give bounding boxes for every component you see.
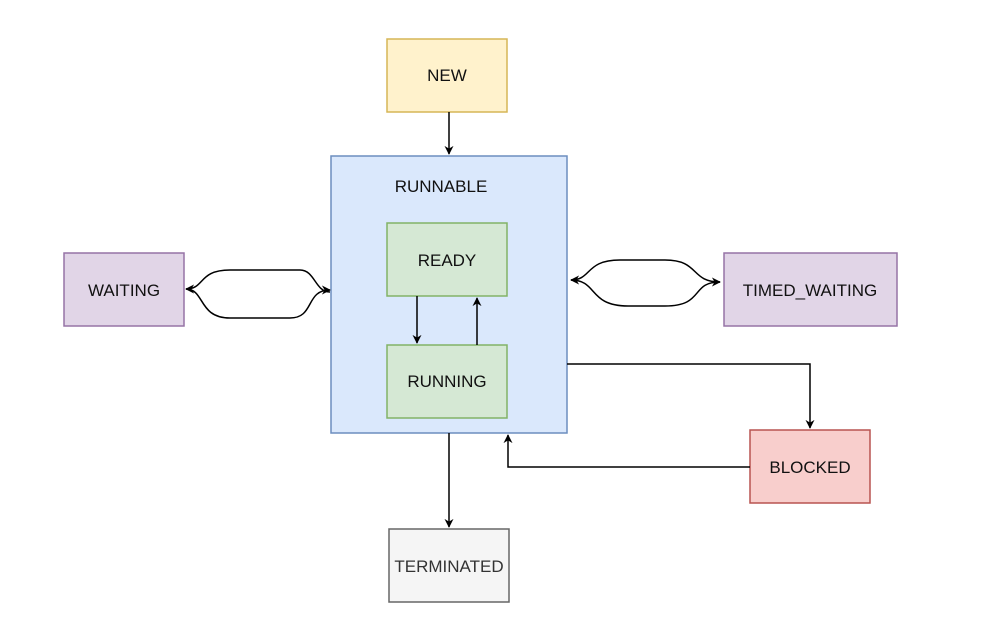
blocked-box <box>749 429 871 504</box>
waiting-box <box>63 252 185 327</box>
edge-runnable-to-waiting <box>185 269 331 294</box>
state-terminated: TERMINATED <box>388 528 510 603</box>
ready-label: READY <box>418 251 477 270</box>
state-blocked: BLOCKED <box>749 429 871 504</box>
edge-blocked-to-runnable <box>503 434 750 468</box>
timed-waiting-label: TIMED_WAITING <box>743 281 877 300</box>
edge-runnable-to-timed-waiting <box>570 259 721 287</box>
state-waiting: WAITING <box>63 252 185 327</box>
state-ready: READY <box>386 222 508 297</box>
edge-waiting-to-runnable <box>185 285 331 319</box>
terminated-box <box>388 528 510 603</box>
blocked-label: BLOCKED <box>769 458 850 477</box>
state-timed-waiting: TIMED_WAITING <box>723 252 898 327</box>
running-label: RUNNING <box>407 372 486 391</box>
edge-runnable-to-blocked <box>567 363 815 429</box>
terminated-label: TERMINATED <box>394 557 503 576</box>
running-box <box>386 344 508 419</box>
new-box <box>386 38 508 113</box>
new-label: NEW <box>427 66 467 85</box>
runnable-label: RUNNABLE <box>395 177 488 196</box>
timed-waiting-box <box>723 252 898 327</box>
ready-box <box>386 222 508 297</box>
state-running: RUNNING <box>386 344 508 419</box>
state-new: NEW <box>386 38 508 113</box>
waiting-label: WAITING <box>88 281 160 300</box>
edge-timed-waiting-to-runnable <box>570 275 721 307</box>
